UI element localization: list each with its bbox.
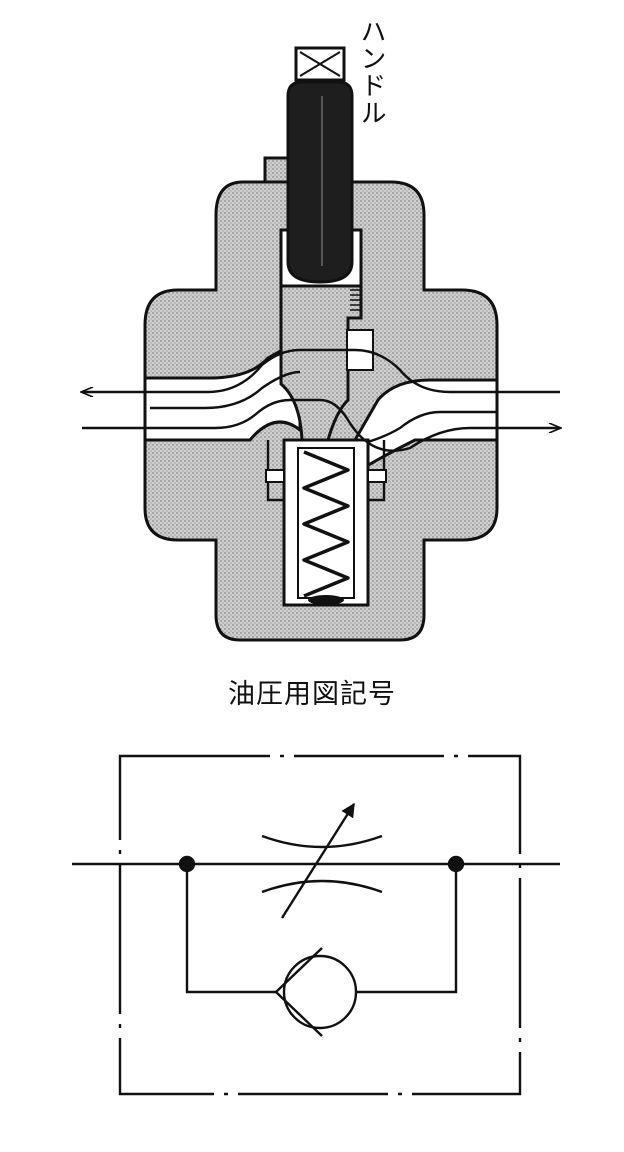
handle (286, 46, 354, 284)
spring (302, 450, 350, 598)
symbol-enclosure (118, 754, 522, 1096)
flow-arrow-out (82, 348, 560, 392)
flow-line-inner-left (150, 370, 301, 410)
valve-cross-section (82, 46, 560, 642)
bypass-branch (185, 864, 458, 994)
side-port-left (265, 469, 285, 483)
throttle-lower-arc (261, 879, 383, 894)
handle-shaft (286, 80, 354, 284)
check-valve-seat (274, 947, 323, 1037)
spring-chamber (282, 438, 370, 607)
thread-detail (350, 289, 360, 311)
variable-arrow (280, 802, 356, 919)
side-port-right (367, 469, 387, 483)
spring-seat (308, 595, 344, 605)
check-valve-ball (282, 954, 358, 1030)
poppet-seat (266, 440, 386, 502)
throttle-upper-arc (261, 834, 383, 849)
handle-label: ハンドル (356, 18, 386, 126)
symbol-caption: 油圧用図記号 (228, 679, 396, 710)
hydraulic-symbol (72, 754, 560, 1096)
flow-arrow-in (82, 398, 560, 452)
